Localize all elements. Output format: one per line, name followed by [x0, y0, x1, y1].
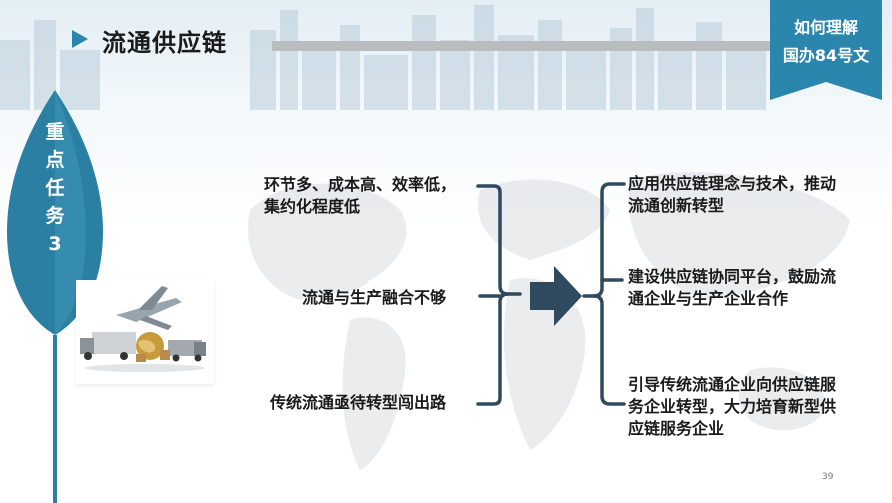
key-task-char: 点	[45, 149, 65, 171]
key-task-label: 重 点 任 务 3	[37, 118, 73, 258]
task-2-line-2: 通企业与生产企业合作	[628, 289, 789, 308]
task-3-line-3: 应链服务企业	[628, 419, 725, 438]
task-item-1: 应用供应链理念与技术，推动 流通创新转型	[628, 173, 836, 217]
skyline-decoration	[0, 5, 766, 110]
badge-bookmark-icon	[770, 0, 882, 100]
problem-item-1: 环节多、成本高、效率低， 集约化程度低	[264, 174, 456, 218]
badge-line-2: 国办84号文	[782, 46, 870, 65]
task-1-line-1: 应用供应链理念与技术，推动	[628, 174, 837, 193]
task-1-line-2: 流通创新转型	[628, 196, 725, 215]
key-task-char: 务	[45, 205, 65, 227]
problem-1-line-1: 环节多、成本高、效率低，	[264, 175, 457, 194]
problem-item-3: 传统流通亟待转型闯出路	[270, 392, 446, 414]
page-title: 流通供应链	[102, 29, 227, 57]
title-divider-bar	[272, 41, 770, 51]
key-task-number: 3	[48, 233, 62, 255]
problem-1-line-2: 集约化程度低	[264, 197, 361, 216]
problem-2-line-1: 流通与生产融合不够	[302, 288, 447, 307]
task-2-line-1: 建设供应链协同平台，鼓励流	[628, 267, 837, 286]
title-arrow-icon	[72, 30, 88, 48]
logistics-photo	[76, 280, 214, 384]
problem-3-line-1: 传统流通亟待转型闯出路	[270, 393, 447, 412]
page-number: 39	[822, 472, 834, 482]
section-badge: 如何理解 国办84号文	[770, 0, 882, 100]
problem-item-2: 流通与生产融合不够	[302, 287, 446, 309]
leaf-decoration	[7, 90, 103, 503]
task-3-line-2: 务企业转型，大力培育新型供	[628, 397, 837, 416]
task-3-line-1: 引导传统流通企业向供应链服	[628, 375, 837, 394]
task-item-2: 建设供应链协同平台，鼓励流 通企业与生产企业合作	[628, 266, 836, 310]
logistics-illustration-icon	[76, 280, 214, 384]
key-task-char: 任	[45, 177, 65, 199]
task-item-3: 引导传统流通企业向供应链服 务企业转型，大力培育新型供 应链服务企业	[628, 374, 836, 440]
key-task-char: 重	[45, 121, 65, 143]
badge-line-1: 如何理解	[793, 18, 858, 37]
